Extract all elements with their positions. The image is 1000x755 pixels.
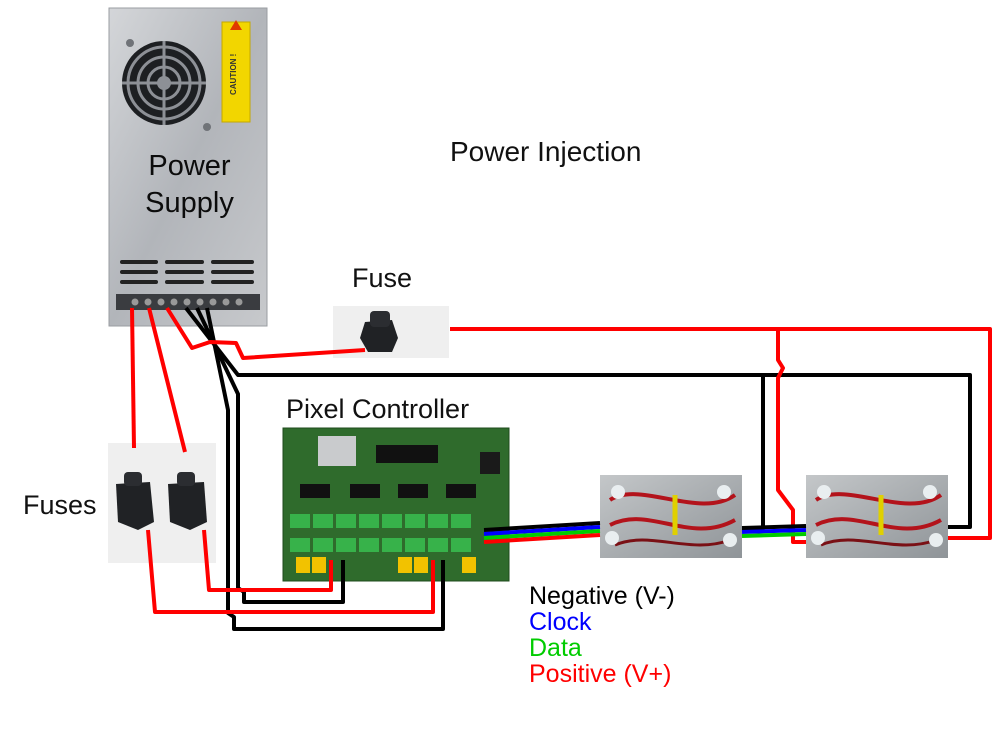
wire-bus-data [483,529,601,540]
wire-positive-b [147,307,187,453]
wire-bus-positive [483,533,601,544]
power-connectors [296,557,476,573]
inline-fuse-left [108,443,162,563]
pixel-string-right [806,475,948,558]
power-supply-label-line1: Power [148,150,231,182]
legend-negative: Negative (V-) [529,582,675,610]
legend-positive: Positive (V+) [529,660,672,688]
power-supply: CAUTION ! [108,7,268,327]
wires-data-bus [483,521,807,544]
pixel-string-left [600,475,742,558]
wire-link-green [741,532,807,538]
inline-fuse-right [162,443,216,563]
wire-link-blue [741,528,807,534]
wire-link-black [741,524,807,530]
wire-negative-tap [742,377,765,530]
wire-bus-negative [483,521,601,532]
wire-positive-a [130,307,136,449]
wires-positive [130,306,992,614]
pixel-controller-label: Pixel Controller [286,394,470,424]
controller-terminals [290,514,471,552]
vent-slots [120,260,254,284]
terminal-block [116,294,260,310]
wire-negative-b [205,307,445,631]
wire-positive-end [778,327,992,540]
legend-clock: Clock [529,608,592,636]
wire-bus-clock [483,525,601,536]
diagram-title: Power Injection [450,136,642,167]
wire-positive-top [165,306,366,360]
fuse-label: Fuse [352,263,413,293]
wire-positive-d [202,529,333,592]
pixel-controller-board [282,427,510,582]
power-supply-label: Power Supply [112,148,267,222]
wire-positive-c [146,529,435,614]
legend-data: Data [529,634,582,662]
caution-sticker-text: CAUTION ! [229,54,238,95]
power-supply-label-line2: Supply [145,187,234,219]
wire-negative-main [184,306,972,529]
fan-grille-icon [122,41,206,125]
fuses-label: Fuses [23,490,97,520]
caution-sticker: CAUTION ! [221,20,251,123]
wire-legend: Negative (V-) Clock Data Positive (V+) [529,583,675,687]
